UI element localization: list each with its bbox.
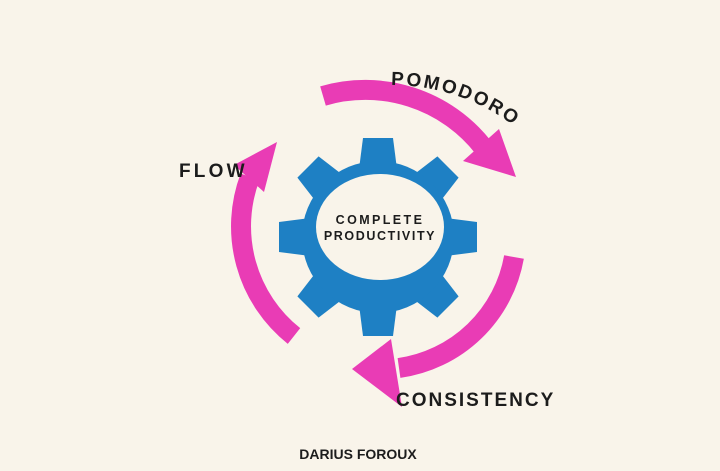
flow-arrow-arc bbox=[231, 173, 301, 344]
consistency-arrow-arc bbox=[397, 255, 524, 378]
flow-arrowhead-icon bbox=[234, 142, 277, 192]
pomodoro-arrow-arc bbox=[320, 79, 491, 154]
cycle-arrow-heads bbox=[234, 129, 516, 407]
gear-hub bbox=[316, 174, 444, 280]
gear-tooth bbox=[297, 156, 350, 209]
hub-label-line1: COMPLETE bbox=[336, 213, 425, 227]
cycle-arrow-arcs bbox=[231, 79, 524, 378]
hub-label-line2: PRODUCTIVITY bbox=[324, 229, 436, 243]
gear-tooth bbox=[406, 156, 459, 209]
signature: DARIUS FOROUX bbox=[299, 446, 417, 462]
flow-label: FLOW bbox=[179, 161, 248, 182]
gear-tooth bbox=[297, 265, 350, 318]
consistency-arrowhead-icon bbox=[352, 339, 402, 407]
gear-tooth bbox=[406, 265, 459, 318]
pomodoro-arrowhead-icon bbox=[463, 129, 516, 177]
consistency-label: CONSISTENCY bbox=[396, 390, 555, 411]
